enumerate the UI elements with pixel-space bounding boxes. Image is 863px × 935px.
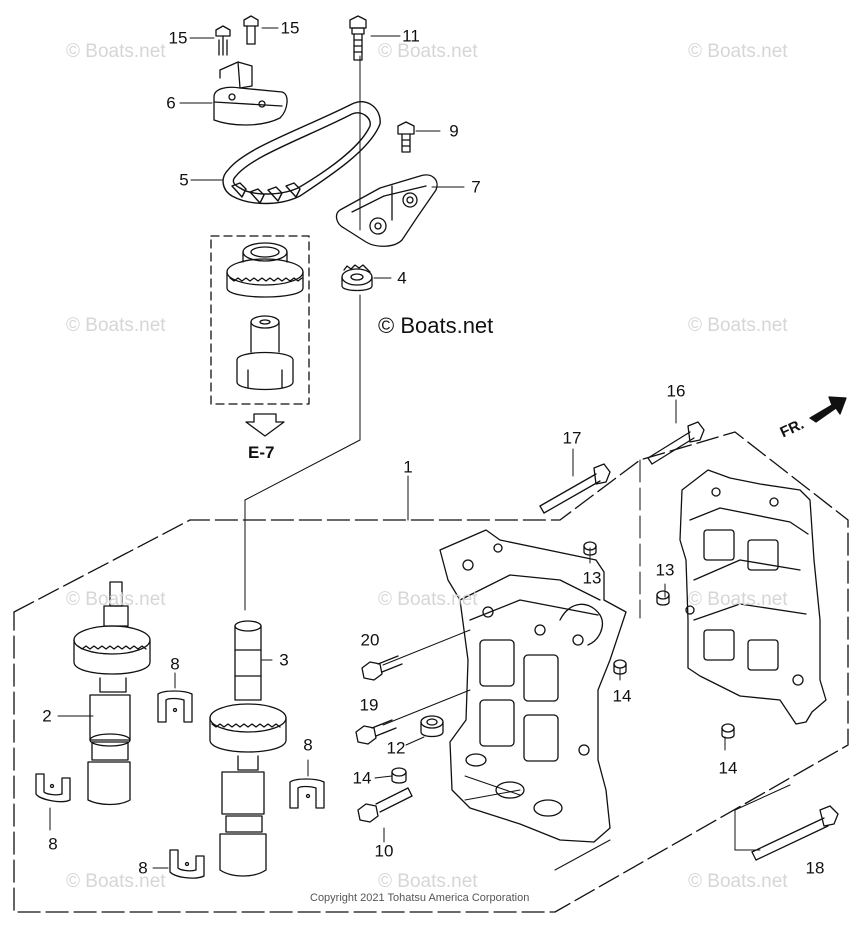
callout-14-center: 14 bbox=[612, 686, 632, 706]
bearing-8a bbox=[157, 690, 193, 723]
callout-4: 4 bbox=[397, 268, 407, 288]
watermark-bottom-right: © Boats.net bbox=[688, 871, 788, 892]
watermark-top-right: © Boats.net bbox=[688, 41, 788, 62]
callout-10: 10 bbox=[374, 841, 394, 861]
chain-tensioner-6 bbox=[213, 61, 288, 126]
callout-6: 6 bbox=[166, 93, 176, 113]
timing-chain-5 bbox=[222, 101, 381, 205]
bolt-16 bbox=[647, 421, 705, 465]
leader-lines bbox=[49, 27, 791, 871]
callout-14-left: 14 bbox=[352, 768, 372, 788]
callout-13-left: 13 bbox=[582, 568, 602, 588]
ref-arrow bbox=[245, 413, 285, 437]
bolt-15-right bbox=[243, 15, 259, 45]
callout-5: 5 bbox=[179, 170, 189, 190]
bolt-11 bbox=[349, 15, 367, 61]
watermark-main: © Boats.net bbox=[378, 313, 494, 338]
callout-2: 2 bbox=[42, 706, 52, 726]
sprocket-4 bbox=[341, 264, 373, 292]
callout-13-right: 13 bbox=[655, 560, 675, 580]
camshaft-3 bbox=[209, 620, 287, 877]
bolt-17 bbox=[539, 463, 611, 514]
bearing-8d bbox=[169, 849, 205, 879]
callout-8-bottom: 8 bbox=[138, 858, 148, 878]
chain-tensioner-arm-7 bbox=[335, 174, 438, 247]
inset-shaft bbox=[236, 315, 294, 391]
callout-8-left: 8 bbox=[48, 834, 58, 854]
callout-12: 12 bbox=[386, 738, 406, 758]
bolt-10 bbox=[357, 787, 413, 823]
callout-1: 1 bbox=[403, 457, 413, 477]
bolt-20 bbox=[361, 655, 403, 681]
assembly-boundary bbox=[13, 431, 849, 913]
callout-15-left: 15 bbox=[168, 28, 188, 48]
watermark-mid-left: © Boats.net bbox=[66, 315, 166, 336]
callout-16: 16 bbox=[666, 381, 686, 401]
callout-18: 18 bbox=[805, 858, 825, 878]
dowel-14c bbox=[391, 767, 407, 784]
front-arrow bbox=[809, 396, 847, 423]
bolt-9 bbox=[397, 121, 415, 153]
callout-3: 3 bbox=[279, 650, 289, 670]
watermark-lower-left: © Boats.net bbox=[66, 589, 166, 610]
dowel-14b bbox=[721, 723, 735, 739]
dowel-13-right bbox=[656, 590, 670, 606]
callout-17: 17 bbox=[562, 428, 582, 448]
watermark-lower-right: © Boats.net bbox=[688, 589, 788, 610]
callout-20: 20 bbox=[360, 630, 380, 650]
bolt-18 bbox=[751, 805, 839, 861]
callout-19: 19 bbox=[359, 695, 379, 715]
callout-11: 11 bbox=[402, 26, 420, 46]
seal-12 bbox=[420, 715, 444, 738]
watermark-lower-mid: © Boats.net bbox=[378, 589, 478, 610]
watermark-mid-right: © Boats.net bbox=[688, 315, 788, 336]
callout-9: 9 bbox=[449, 121, 459, 141]
copyright-notice: Copyright 2021 Tohatsu America Corporati… bbox=[310, 892, 530, 904]
reference-label: E-7 bbox=[248, 443, 275, 462]
camshaft-2 bbox=[73, 581, 151, 806]
dowel-13-left bbox=[583, 541, 597, 556]
inset-box bbox=[210, 235, 310, 405]
bearing-8c bbox=[35, 773, 71, 803]
cylinder-head-cover bbox=[679, 469, 827, 725]
bolt-19 bbox=[355, 719, 397, 745]
inset-gear bbox=[226, 242, 304, 298]
bolt-15-left bbox=[215, 25, 231, 56]
watermark-top-left: © Boats.net bbox=[66, 41, 166, 62]
callout-8-right: 8 bbox=[303, 735, 313, 755]
callout-7: 7 bbox=[471, 177, 481, 197]
bearing-8b bbox=[289, 778, 325, 809]
callout-14-right: 14 bbox=[718, 758, 738, 778]
watermark-top-mid: © Boats.net bbox=[378, 41, 478, 62]
cylinder-head bbox=[439, 529, 627, 843]
watermark-bottom-left: © Boats.net bbox=[66, 871, 166, 892]
dowel-14a bbox=[613, 659, 627, 675]
callout-15-right: 15 bbox=[280, 18, 300, 38]
watermark-bottom-mid: © Boats.net bbox=[378, 871, 478, 892]
callout-8-upper: 8 bbox=[170, 654, 180, 674]
